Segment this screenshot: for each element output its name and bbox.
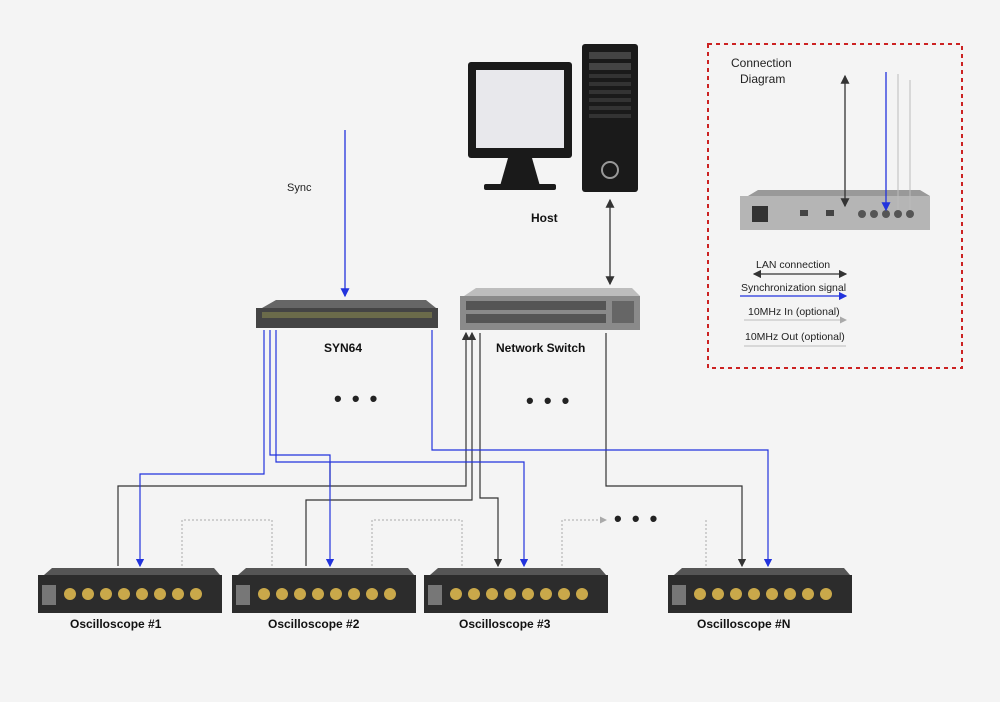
- legend-title-line1: Connection: [731, 56, 792, 70]
- host-label: Host: [531, 211, 558, 225]
- host-monitor-icon: [468, 62, 572, 190]
- ellipsis-syn64: • • •: [334, 386, 380, 411]
- oscilloscope-2-label: Oscilloscope #2: [268, 617, 360, 631]
- legend-10mhz-out-label: 10MHz Out (optional): [745, 331, 845, 343]
- syn64-rear-panel-icon: [740, 190, 930, 230]
- oscilloscope-3-icon: [424, 568, 608, 613]
- legend-10mhz-in-label: 10MHz In (optional): [748, 306, 840, 318]
- syn64-device-icon: [256, 300, 438, 328]
- legend-title-line2: Diagram: [740, 72, 786, 86]
- ellipsis-scopes: • • •: [614, 506, 660, 531]
- oscilloscope-1-label: Oscilloscope #1: [70, 617, 162, 631]
- legend-lan-label: LAN connection: [756, 259, 831, 271]
- ellipsis-switch: • • •: [526, 388, 572, 413]
- legend-sync-label: Synchronization signal: [741, 282, 847, 294]
- syn64-label: SYN64: [324, 341, 363, 355]
- sync-label: Sync: [287, 182, 312, 194]
- network-switch-label: Network Switch: [496, 341, 586, 355]
- oscilloscope-1-icon: [38, 568, 222, 613]
- legend-box: [707, 43, 963, 369]
- host-tower-icon: [582, 44, 638, 192]
- oscilloscope-3-label: Oscilloscope #3: [459, 617, 551, 631]
- oscilloscope-n-icon: [668, 568, 852, 613]
- network-switch-icon: [460, 288, 640, 330]
- oscilloscope-n-label: Oscilloscope #N: [697, 617, 791, 631]
- oscilloscope-2-icon: [232, 568, 416, 613]
